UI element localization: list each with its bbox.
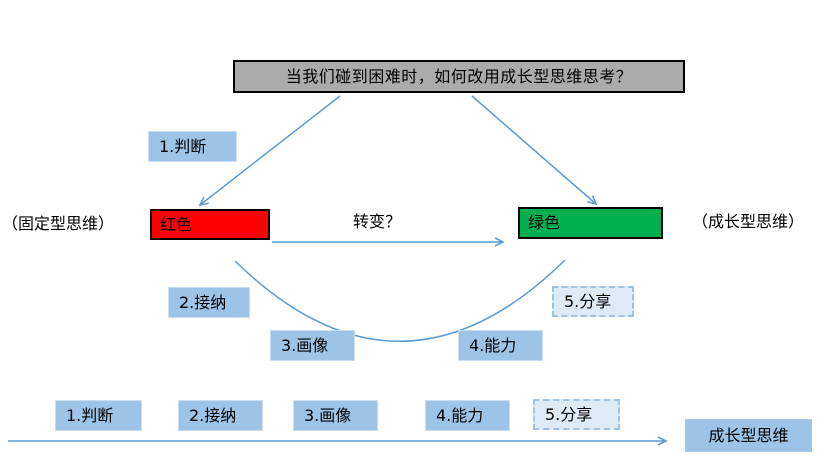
timeline-step-4: 4.能力	[425, 400, 510, 431]
curve-step-5: 5.分享	[552, 286, 634, 317]
curve-step-4: 4.能力	[458, 330, 543, 361]
timeline-result-box: 成长型思维	[685, 419, 812, 452]
timeline-step-1: 1.判断	[55, 400, 142, 431]
transition-label: 转变？	[353, 212, 402, 231]
growth-mindset-label: （成长型思维）	[692, 212, 805, 231]
arrow-question-to-green	[471, 95, 598, 206]
red-node: 红色	[150, 209, 270, 240]
question-box: 当我们碰到困难时，如何改用成长型思维思考？	[233, 60, 685, 93]
curve-step-3: 3.画像	[270, 330, 355, 361]
green-node: 绿色	[518, 207, 663, 239]
curve-step-2: 2.接纳	[168, 287, 250, 318]
curve-step-1: 1.判断	[148, 131, 237, 162]
timeline-step-5: 5.分享	[533, 399, 620, 430]
timeline-step-3: 3.画像	[293, 400, 378, 431]
timeline-step-2: 2.接纳	[178, 400, 263, 431]
fixed-mindset-label: （固定型思维）	[2, 214, 115, 233]
